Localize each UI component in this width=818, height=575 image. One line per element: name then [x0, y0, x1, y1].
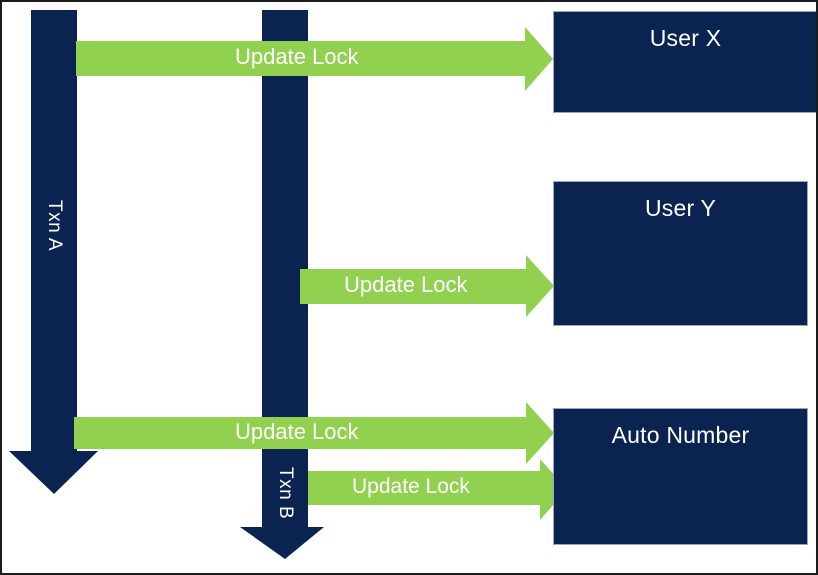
message-label-4: Update Lock [352, 476, 470, 497]
message-arrow-4-shape [308, 459, 567, 520]
entity-box-auto-number[interactable]: Auto Number [553, 408, 808, 545]
message-arrow-1-shape [76, 27, 553, 91]
lifeline-label-txn-b: Txn B [275, 467, 296, 520]
message-label-4-text: Update Lock [352, 475, 470, 498]
entity-box-user-y[interactable]: User Y [553, 181, 808, 326]
entity-label-user-y: User Y [644, 195, 717, 221]
message-label-1: Update Lock [235, 46, 359, 68]
entity-box-user-x[interactable]: User X [553, 11, 816, 113]
entity-label-user-x: User X [649, 25, 722, 51]
lifeline-label-txn-a: Txn A [44, 200, 65, 252]
message-arrow-2-shape [300, 255, 554, 317]
message-label-2-text: Update Lock [344, 272, 468, 297]
message-arrow-3-shape [74, 402, 554, 464]
message-label-3: Update Lock [235, 421, 359, 443]
lifeline-label-txn-a-text: Txn A [44, 200, 65, 252]
lifeline-label-txn-b-text: Txn B [275, 467, 296, 520]
message-label-3-text: Update Lock [235, 419, 359, 444]
entity-label-auto-number: Auto Number [611, 422, 750, 448]
message-label-2: Update Lock [344, 274, 468, 296]
lifeline-txn-a-shape [9, 10, 98, 494]
message-label-1-text: Update Lock [235, 44, 359, 69]
